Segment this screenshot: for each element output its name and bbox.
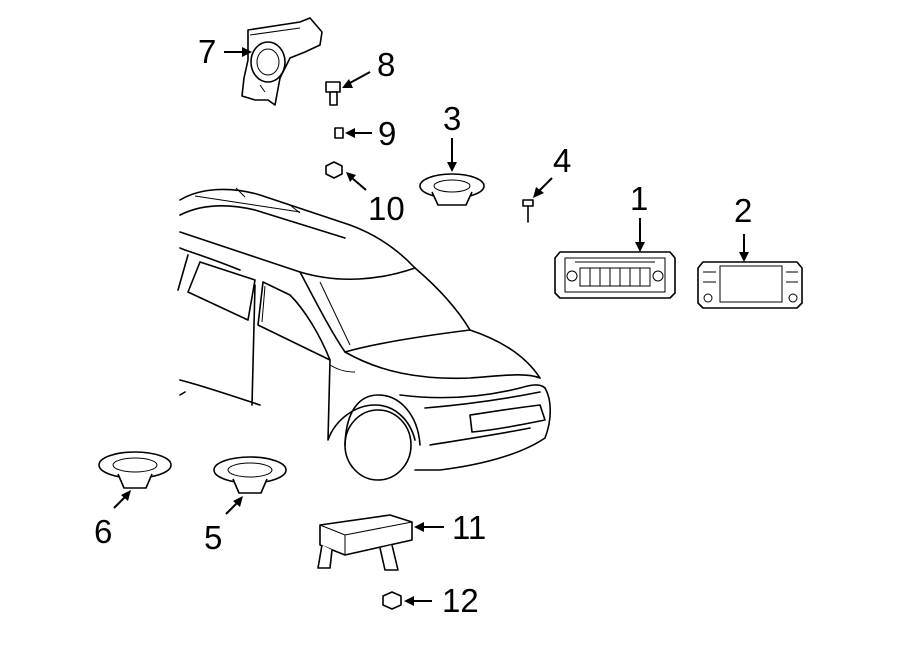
part-6-speaker xyxy=(98,451,172,489)
callout-11-label: 11 xyxy=(452,509,486,546)
part-3-speaker xyxy=(419,173,485,206)
part-2-navigation-unit xyxy=(697,261,803,309)
part-10-nut xyxy=(325,161,343,179)
callout-5-arrow xyxy=(225,496,243,515)
part-7-speaker-bracket xyxy=(241,17,323,106)
callout-10-arrow xyxy=(346,172,367,191)
callout-2-arrow xyxy=(739,234,749,262)
callout-10-label: 10 xyxy=(368,190,405,227)
callout-12-label: 12 xyxy=(442,582,479,619)
callout-7-arrow xyxy=(224,47,252,57)
part-11-amplifier xyxy=(317,514,413,571)
callout-8-arrow xyxy=(342,71,371,88)
callout-12-arrow xyxy=(404,596,432,606)
callout-6-arrow xyxy=(113,490,131,509)
part-9-clip xyxy=(334,127,344,139)
callout-7-label: 7 xyxy=(198,33,216,70)
part-1-radio xyxy=(554,251,676,299)
callout-9-arrow xyxy=(345,128,372,138)
callout-4-label: 4 xyxy=(553,142,571,179)
callout-3-label: 3 xyxy=(443,100,461,137)
callout-6-label: 6 xyxy=(94,513,112,550)
part-12-nut xyxy=(382,591,402,610)
callout-9-label: 9 xyxy=(378,115,396,152)
minivan-illustration xyxy=(177,187,552,481)
part-5-speaker xyxy=(213,456,287,494)
callout-3-arrow xyxy=(447,138,457,172)
callout-1-arrow xyxy=(635,218,645,252)
callout-5-label: 5 xyxy=(204,519,222,556)
part-8-bolt xyxy=(325,81,341,106)
part-4-screw xyxy=(522,199,534,223)
callout-1-label: 1 xyxy=(630,180,648,217)
callout-8-label: 8 xyxy=(377,46,395,83)
callout-4-arrow xyxy=(533,177,553,198)
callout-2-label: 2 xyxy=(734,192,752,229)
callout-11-arrow xyxy=(414,522,444,532)
